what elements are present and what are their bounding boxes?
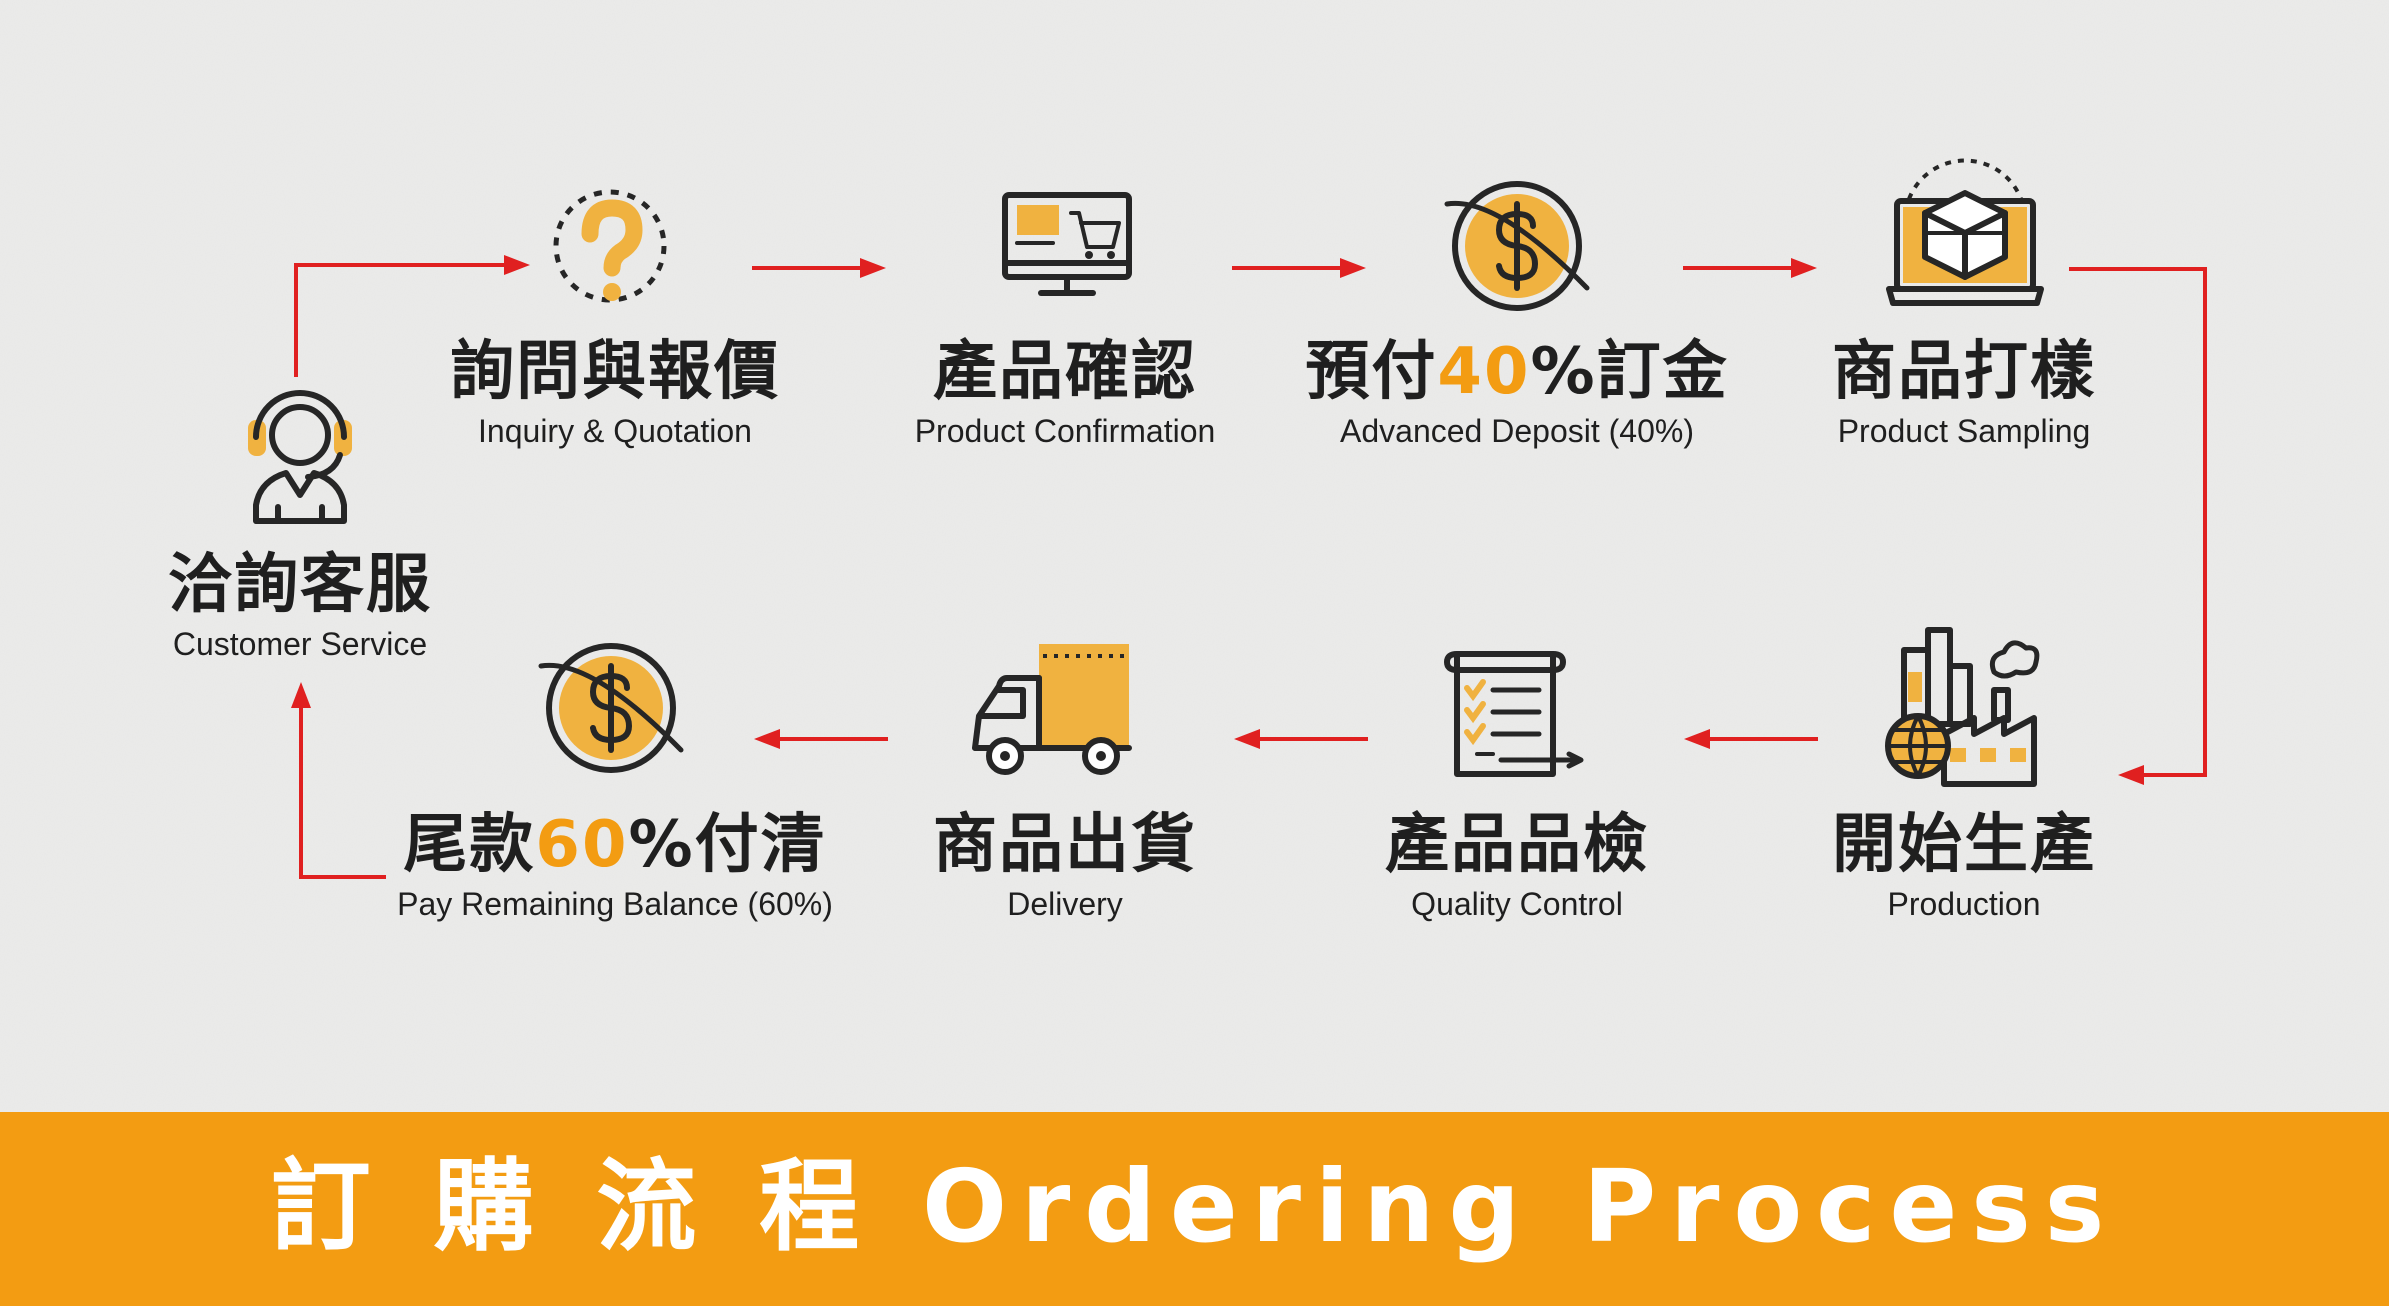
step-title-zh: 尾款60%付清 — [355, 808, 875, 882]
step-title-en: Delivery — [1007, 886, 1123, 922]
truck-icon — [972, 644, 1132, 775]
step-title-en: Quality Control — [1411, 886, 1623, 922]
step-balance: 尾款60%付清 Pay Remaining Balance (60%) — [355, 808, 875, 924]
step-quality: 產品品檢 Quality Control — [1257, 808, 1777, 924]
question-mark-icon — [553, 189, 667, 303]
step-customer-service: 洽詢客服 Customer Service — [40, 548, 560, 664]
arrow-balance-to-service — [291, 682, 386, 879]
zh-prefix: 尾款 — [403, 808, 536, 882]
step-title-en: Product Sampling — [1837, 413, 2091, 449]
arrow-deposit-to-sampling — [1683, 258, 1817, 278]
step-deposit: 預付40%訂金 Advanced Deposit (40%) — [1257, 335, 1777, 451]
step-title-en: Inquiry & Quotation — [478, 413, 752, 449]
monitor-cart-icon — [1002, 192, 1132, 296]
step-title-zh: 產品品檢 — [1385, 808, 1649, 882]
step-title-en: Production — [1887, 886, 2041, 922]
step-title-zh: 商品出貨 — [933, 808, 1197, 882]
laptop-box-icon — [1886, 158, 2044, 306]
step-title-en: Product Confirmation — [914, 413, 1216, 449]
arrow-quality-to-delivery — [1234, 729, 1368, 749]
arrow-production-to-quality — [1684, 729, 1818, 749]
step-title-en: Advanced Deposit (40%) — [1340, 413, 1694, 449]
step-title-zh: 洽詢客服 — [168, 548, 432, 622]
headset-agent-icon — [248, 390, 352, 524]
step-title-zh: 詢問與報價 — [450, 335, 780, 409]
step-inquiry: 詢問與報價 Inquiry & Quotation — [355, 335, 875, 451]
zh-suffix: %付清 — [628, 808, 827, 882]
zh-prefix: 預付 — [1305, 335, 1438, 409]
arrow-confirmation-to-deposit — [1232, 258, 1366, 278]
step-sampling: 商品打樣 Product Sampling — [1704, 335, 2224, 451]
zh-highlight-percent: 60 — [535, 808, 629, 882]
arrow-service-to-inquiry — [294, 255, 530, 377]
zh-suffix: %訂金 — [1530, 335, 1729, 409]
step-confirmation: 產品確認 Product Confirmation — [805, 335, 1325, 451]
step-title-en: Customer Service — [172, 626, 428, 662]
dollar-globe-icon — [538, 643, 684, 773]
step-title-en: Pay Remaining Balance (60%) — [397, 886, 833, 922]
step-delivery: 商品出貨 Delivery — [805, 808, 1325, 924]
checklist-icon — [1444, 651, 1584, 777]
dollar-globe-icon — [1444, 181, 1590, 311]
step-title-zh: 商品打樣 — [1832, 335, 2096, 409]
arrow-sampling-to-production — [2069, 267, 2207, 785]
step-production: 開始生產 Production — [1704, 808, 2224, 924]
arrow-inquiry-to-confirmation — [752, 258, 886, 278]
title-banner: 訂 購 流 程 Ordering Process — [0, 1112, 2389, 1306]
arrow-delivery-to-balance — [754, 729, 888, 749]
zh-highlight-percent: 40 — [1437, 335, 1531, 409]
banner-title: 訂 購 流 程 Ordering Process — [270, 1148, 2119, 1265]
step-title-zh: 預付40%訂金 — [1257, 335, 1777, 409]
step-title-zh: 開始生產 — [1832, 808, 2096, 882]
factory-icon — [1885, 627, 2040, 787]
step-title-zh: 產品確認 — [933, 335, 1197, 409]
